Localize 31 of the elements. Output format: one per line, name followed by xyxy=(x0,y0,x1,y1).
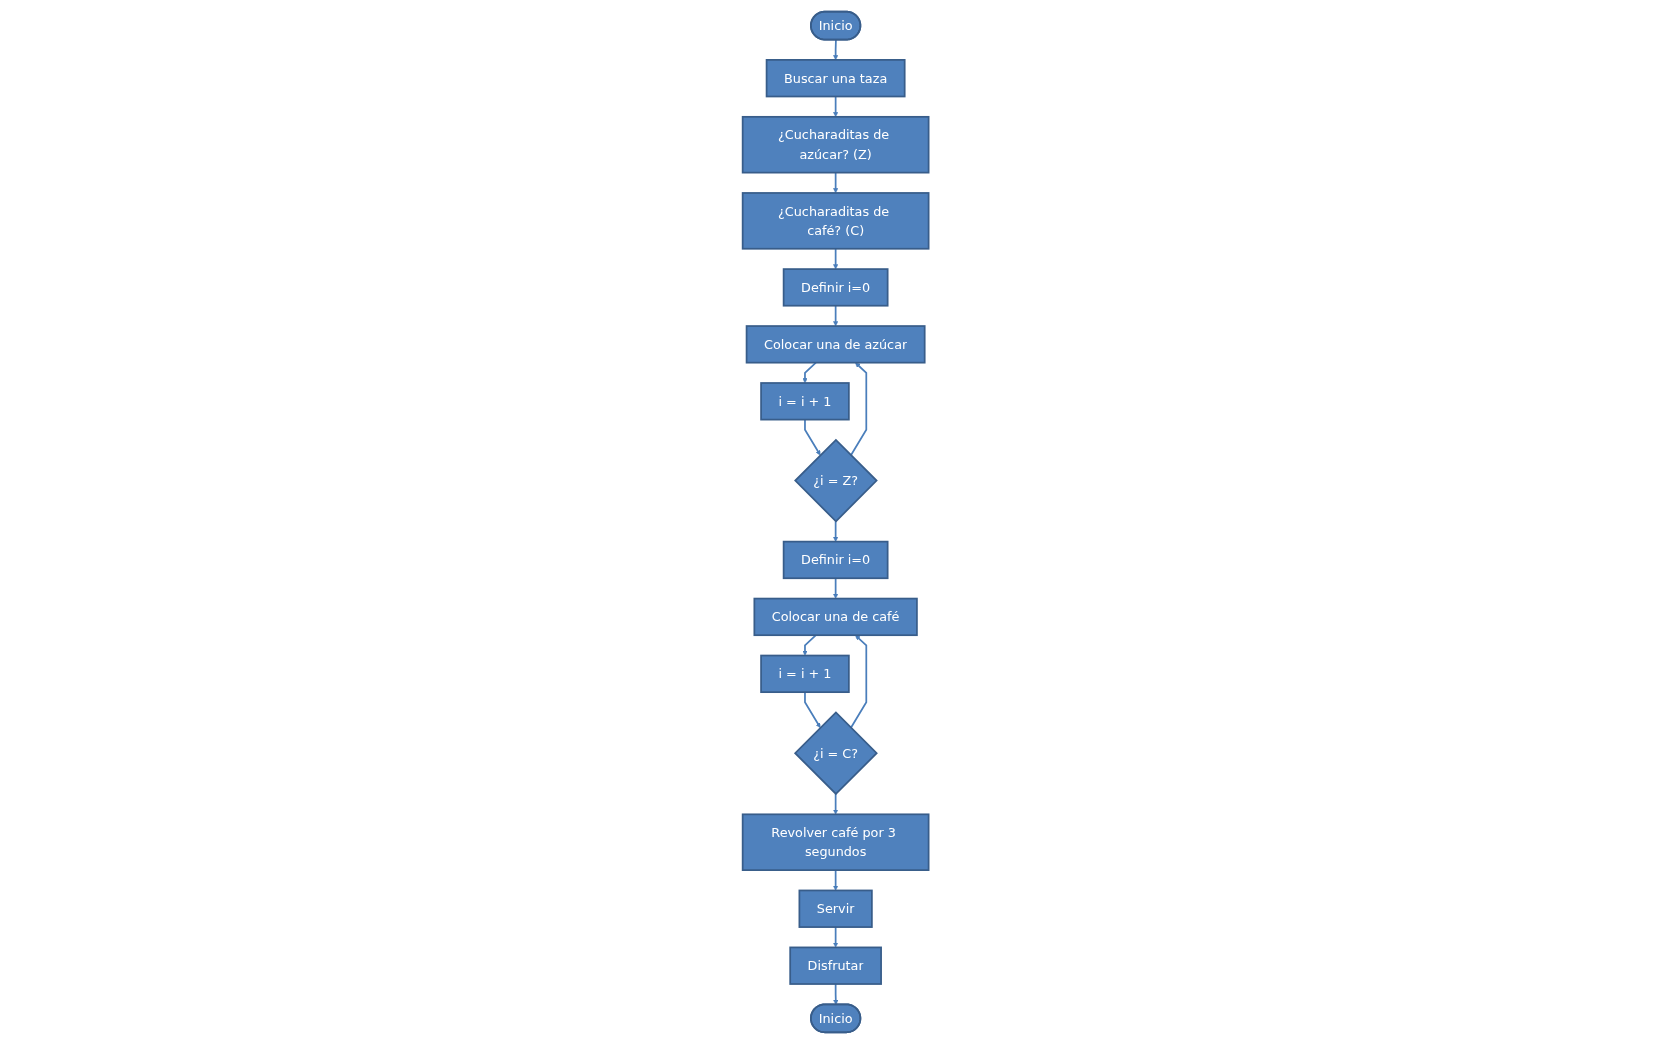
node-box: Revolver café por 3 segundos xyxy=(742,813,930,872)
arrow xyxy=(833,171,839,194)
node-diamond: ¿i = Z? xyxy=(794,438,879,523)
arrow xyxy=(833,926,839,948)
arrow xyxy=(804,691,821,729)
arrow xyxy=(833,983,839,1005)
arrow xyxy=(804,418,821,456)
arrow xyxy=(850,362,868,457)
node-box: ¿Cucharaditas de azúcar? (Z) xyxy=(742,116,930,174)
arrow xyxy=(833,95,839,118)
node-box: Buscar una taza xyxy=(766,59,906,98)
node-box: Disfrutar xyxy=(789,946,883,985)
node-box: Servir xyxy=(798,889,874,928)
node-diamond: ¿i = C? xyxy=(794,711,879,796)
arrow xyxy=(833,39,839,61)
arrow xyxy=(833,793,839,815)
arrow xyxy=(833,869,839,891)
node-box: i = i + 1 xyxy=(760,654,851,694)
arrow xyxy=(833,304,839,327)
arrow xyxy=(833,577,839,599)
node-box: i = i + 1 xyxy=(760,382,851,421)
arrow xyxy=(833,520,839,542)
arrow xyxy=(802,634,818,656)
node-box: Colocar una de café xyxy=(753,597,919,637)
node-box: ¿Cucharaditas de café? (C) xyxy=(742,192,930,250)
arrow xyxy=(802,361,818,384)
arrow xyxy=(850,635,868,729)
node-box: Colocar una de azúcar xyxy=(746,325,926,364)
node-box: Definir i=0 xyxy=(783,268,889,307)
arrow xyxy=(833,247,839,270)
node-box: Definir i=0 xyxy=(783,540,889,580)
